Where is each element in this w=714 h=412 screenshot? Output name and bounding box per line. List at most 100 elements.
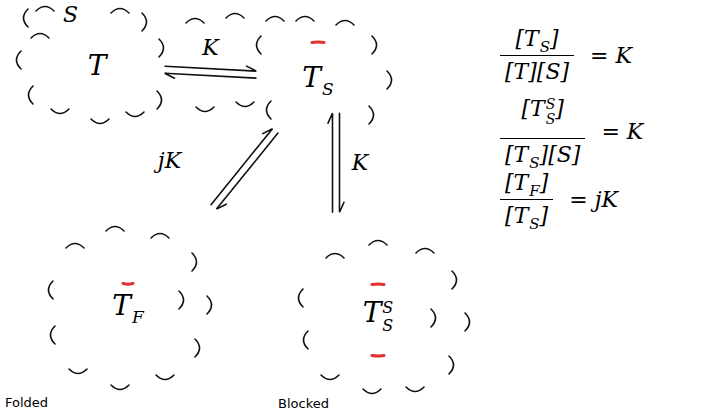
strand xyxy=(195,339,200,357)
subscript: S xyxy=(546,112,556,127)
strand xyxy=(226,14,244,19)
strand-state: TF xyxy=(84,264,172,334)
reaction-arrow xyxy=(165,66,257,78)
strand xyxy=(192,253,197,271)
rate-constant: K xyxy=(202,35,218,61)
harpoon-arrow xyxy=(328,113,333,212)
equation-term: [T xyxy=(505,170,528,196)
strand xyxy=(111,385,129,390)
species-symbol-group: TS xyxy=(302,62,333,94)
strand xyxy=(157,91,162,109)
strand xyxy=(31,34,49,39)
state-name: Blocked xyxy=(278,396,329,411)
strand xyxy=(465,313,470,331)
strand xyxy=(266,17,284,22)
strand xyxy=(299,289,304,307)
strand-symbol: S xyxy=(63,2,78,28)
region-caption: Blocked xyxy=(278,396,329,411)
strand xyxy=(36,7,54,12)
fraction: [TSS][TS][S] xyxy=(500,96,585,168)
strand xyxy=(416,249,434,254)
strand xyxy=(449,356,454,374)
strand xyxy=(156,375,174,380)
strand xyxy=(24,9,29,27)
binding-site xyxy=(123,282,133,286)
strand xyxy=(151,234,169,239)
reaction-arrow xyxy=(328,113,344,212)
equation-term: ][S] xyxy=(540,142,581,168)
strand xyxy=(49,281,54,299)
strand xyxy=(452,271,457,289)
strand xyxy=(51,326,56,344)
strand xyxy=(186,19,204,24)
subscript: S xyxy=(540,38,550,56)
strand-outline xyxy=(61,30,132,101)
harpoon-arrow xyxy=(165,66,256,71)
state-region: FoldedTF xyxy=(30,206,234,410)
strand xyxy=(267,101,272,119)
species-symbol-group: TF xyxy=(112,290,143,322)
harpoon-arrow xyxy=(211,129,272,205)
region-fill xyxy=(30,206,234,410)
script-stack: SS xyxy=(546,97,556,128)
strand xyxy=(304,331,309,349)
strand xyxy=(159,39,164,57)
denominator: [T][S] xyxy=(500,55,574,85)
species-symbol: T xyxy=(112,290,131,322)
equation-rhs: = K xyxy=(590,43,632,69)
equation-term: [T xyxy=(505,203,528,229)
strand xyxy=(126,112,144,117)
binding-site xyxy=(372,354,384,358)
strand xyxy=(257,36,262,54)
strand-state: T xyxy=(59,28,135,104)
strand xyxy=(66,244,84,249)
equation-term: [T xyxy=(505,142,528,168)
harpoon-arrow xyxy=(216,133,277,209)
species-symbol: T xyxy=(88,50,107,82)
equation-term: ] xyxy=(555,96,564,122)
strand xyxy=(91,119,109,124)
equation-term: [T xyxy=(515,26,538,52)
strand xyxy=(236,102,254,107)
species-symbol-group: TSS xyxy=(363,297,394,343)
strand xyxy=(326,254,344,259)
region-fill xyxy=(281,212,489,412)
strand xyxy=(321,375,339,380)
superscript: S xyxy=(382,299,393,317)
subscript: F xyxy=(529,182,539,200)
region-caption: Folded xyxy=(5,395,48,410)
strand xyxy=(51,109,69,114)
equation-rhs: = K xyxy=(601,119,643,145)
strand xyxy=(17,51,22,69)
harpoon-arrow xyxy=(340,113,345,212)
equation-term: ] xyxy=(540,170,549,196)
state-region: Blocked TSS xyxy=(281,212,489,412)
strand xyxy=(196,107,214,112)
subscript: S xyxy=(382,317,393,335)
equilibrium-equation: [TF] [TS] = jK xyxy=(500,170,618,230)
strand xyxy=(179,291,184,309)
numerator: [TS] xyxy=(500,26,574,55)
strand xyxy=(142,13,147,31)
denominator: [TS] xyxy=(500,199,553,229)
strand xyxy=(387,71,392,89)
fraction: [TS] [T][S] xyxy=(500,26,574,86)
state-name: Folded xyxy=(5,395,48,410)
equation-rhs: = jK xyxy=(569,187,618,213)
equation-term: [T][S] xyxy=(505,59,569,85)
strand-outline xyxy=(88,270,170,331)
subscript: S xyxy=(322,80,334,100)
strand xyxy=(369,106,374,124)
equilibrium-equation: [TS] [T][S] = K xyxy=(500,26,632,86)
strand-state: TS xyxy=(280,40,356,116)
equation-term: [T xyxy=(521,96,544,122)
strand xyxy=(369,241,387,246)
binding-site xyxy=(372,283,384,287)
strand xyxy=(363,389,381,394)
script-stack: SS xyxy=(382,299,393,334)
binding-site xyxy=(312,41,324,45)
rate-constant: K xyxy=(352,150,368,176)
strand xyxy=(106,227,124,232)
strand-outline xyxy=(342,284,413,356)
